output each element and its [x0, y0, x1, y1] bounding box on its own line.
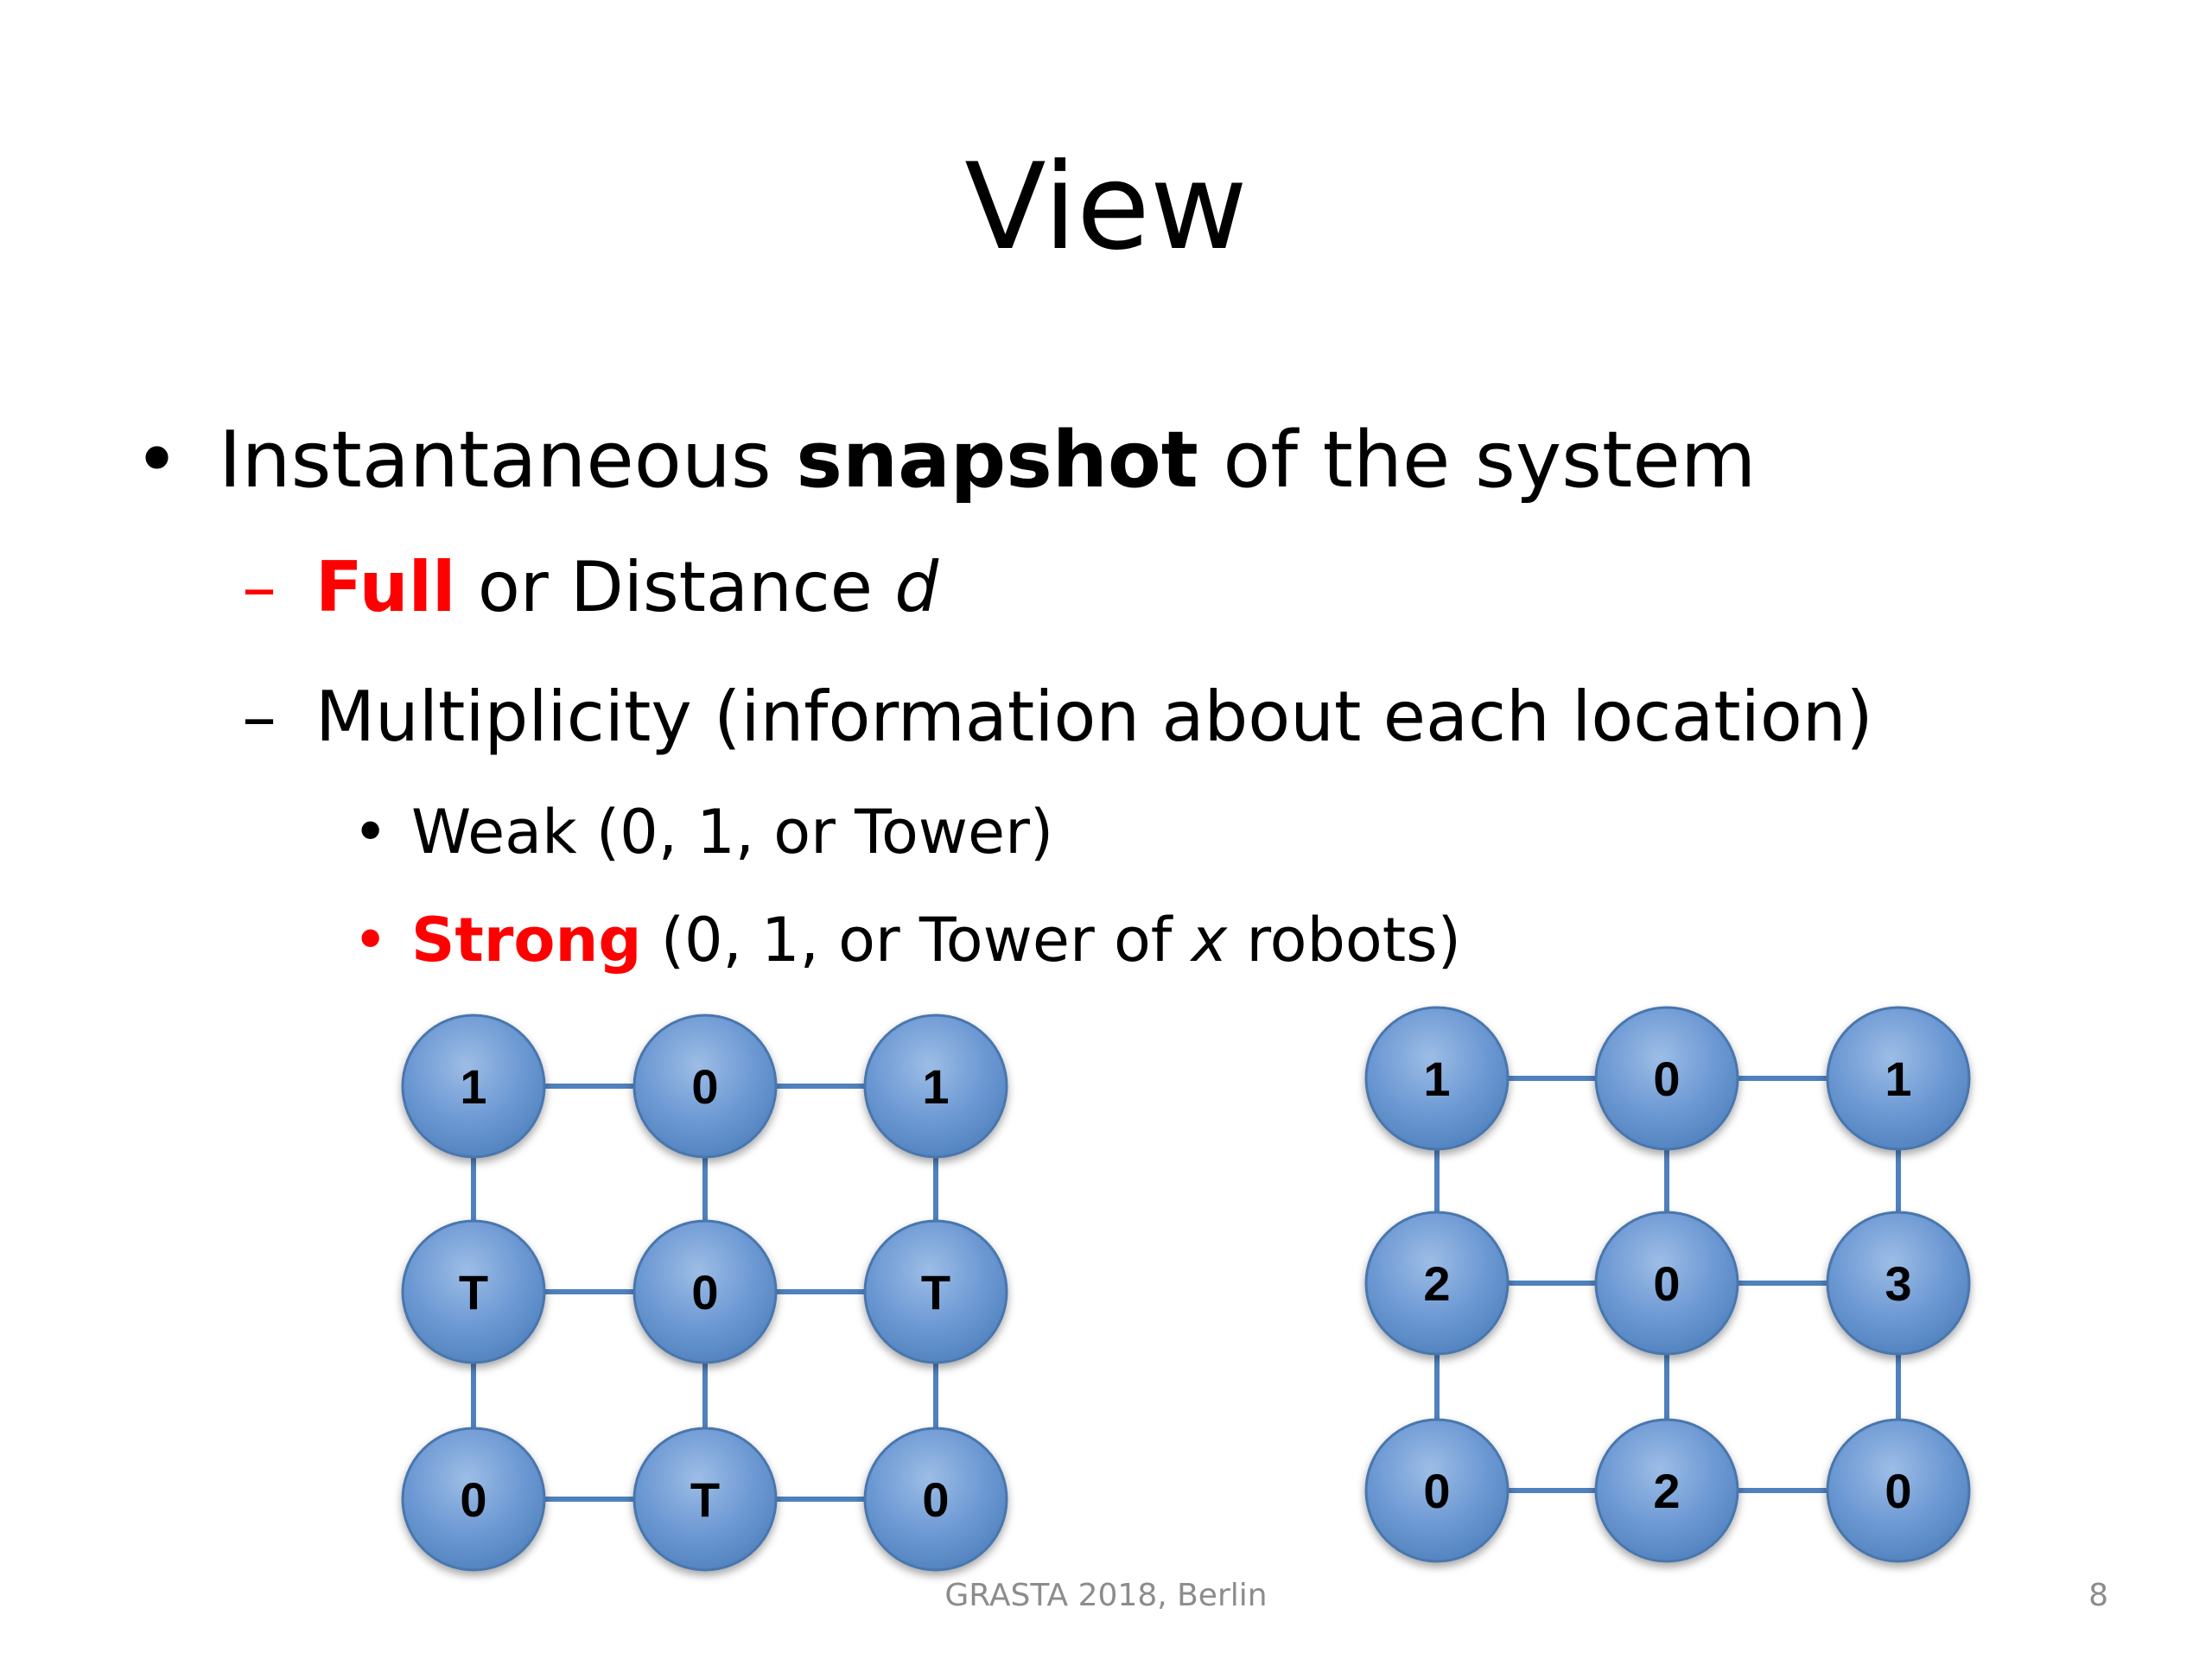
grid-node-label: 0: [1653, 1256, 1680, 1311]
grid-node: [1826, 1006, 1971, 1151]
grid-node: [401, 1427, 546, 1572]
bullet-text-pre: Instantaneous: [219, 415, 797, 505]
subbullet-marker: –: [242, 547, 276, 627]
bullet-snapshot: • Instantaneous snapshot of the system: [134, 413, 1756, 508]
grid-node-label: 1: [922, 1059, 949, 1114]
subsubbullet-text-italic: x: [1191, 905, 1228, 976]
grid-node-label: 0: [1423, 1464, 1450, 1518]
subsubbullet-text-bold: Strong: [411, 905, 642, 976]
grid-node-label: 2: [1653, 1464, 1680, 1518]
grid-node: [1826, 1211, 1971, 1356]
grid-node: [1594, 1418, 1739, 1563]
grid-node: [1826, 1418, 1971, 1563]
subbullet-full: –Full or Distance d: [242, 544, 938, 631]
subsubbullet-strong: • Strong (0, 1, or Tower of x robots): [353, 901, 1461, 979]
grid-node: [1364, 1418, 1510, 1563]
footer-text: GRASTA 2018, Berlin: [944, 1578, 1268, 1613]
grid-node: [401, 1219, 546, 1364]
grid-node-label: 0: [460, 1472, 486, 1527]
grid-node-label: T: [690, 1472, 720, 1527]
subsubbullet-text-mid: (0, 1, or Tower of: [641, 905, 1192, 976]
subsubbullet-weak: • Weak (0, 1, or Tower): [353, 793, 1053, 871]
grid-node-label: T: [921, 1265, 950, 1319]
grid-node: [632, 1427, 778, 1572]
grid-node: [1364, 1211, 1510, 1356]
subbullet-multiplicity: –Multiplicity (information about each lo…: [242, 674, 1873, 760]
grid-node-label: T: [459, 1265, 488, 1319]
subbullet-text: Multiplicity (information about each loc…: [315, 677, 1873, 757]
subsubbullet-text-post: robots): [1227, 905, 1461, 976]
subbullet-text-mid: or Distance: [455, 547, 895, 627]
grid-node: [863, 1219, 1008, 1364]
grid-node-label: 3: [1885, 1256, 1911, 1311]
bullet-marker: •: [134, 415, 181, 505]
grid-node: [863, 1014, 1008, 1159]
grid-node: [1594, 1211, 1739, 1356]
subbullet-text-italic: d: [894, 547, 939, 627]
page-number: 8: [2088, 1578, 2108, 1613]
grid-node: [863, 1427, 1008, 1572]
subsubbullet-text: Weak (0, 1, or Tower): [411, 797, 1054, 868]
grid-node: [632, 1014, 778, 1159]
grid-node: [1364, 1006, 1510, 1151]
grid-node-label: 0: [691, 1059, 718, 1114]
grid-node-label: 0: [691, 1265, 718, 1319]
grid-node: [401, 1014, 546, 1159]
grid-node-label: 2: [1423, 1256, 1450, 1311]
bullet-text-bold: snapshot: [796, 415, 1198, 505]
grid-node-label: 0: [922, 1472, 949, 1527]
subsubbullet-marker: •: [353, 797, 389, 868]
grid-node: [1594, 1006, 1739, 1151]
subsubbullet-marker: •: [353, 905, 389, 976]
grid-node-label: 0: [1885, 1464, 1911, 1518]
bullet-text-post: of the system: [1198, 415, 1757, 505]
subbullet-text-bold: Full: [315, 547, 456, 627]
subbullet-marker: –: [242, 677, 276, 757]
grid-node-label: 1: [1885, 1052, 1911, 1106]
grid-node-label: 0: [1653, 1052, 1680, 1106]
grid-node: [632, 1219, 778, 1364]
grid-node-label: 1: [1423, 1052, 1450, 1106]
slide-title: View: [964, 137, 1248, 276]
grid-graph-2: 1 0 1 2 0 3 0 2 0: [1364, 1006, 1971, 1563]
grid-node-label: 1: [460, 1059, 486, 1114]
